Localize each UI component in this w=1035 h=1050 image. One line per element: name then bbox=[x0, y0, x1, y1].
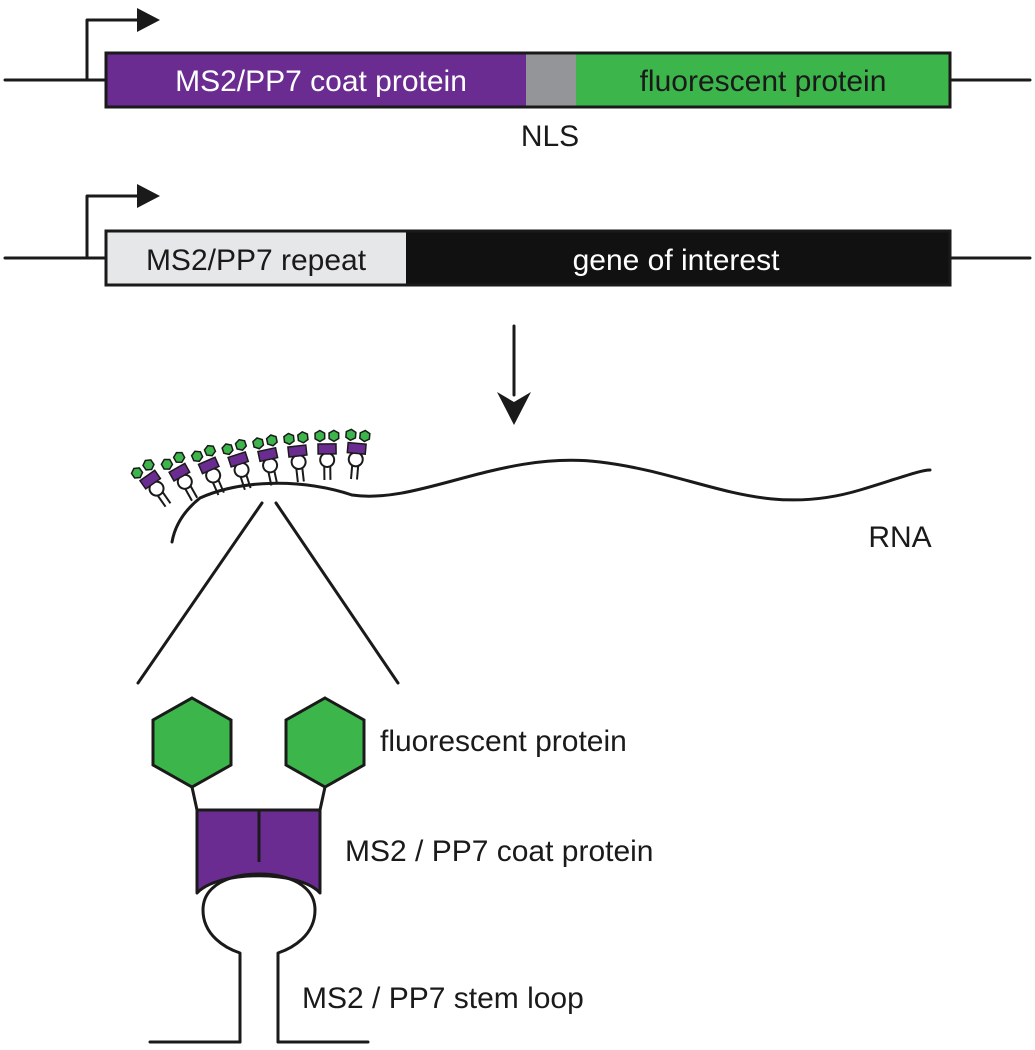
hexagon-icon bbox=[314, 429, 326, 443]
stem-loop-rna bbox=[201, 872, 317, 1044]
linker-left bbox=[190, 785, 199, 812]
hexagon-icon bbox=[283, 432, 295, 446]
hexagon-icon bbox=[328, 429, 340, 443]
linker-right bbox=[318, 785, 327, 812]
hexagon-icon bbox=[265, 434, 278, 447]
hexagon-icon bbox=[190, 450, 204, 463]
nls-segment bbox=[526, 53, 576, 107]
fluorescent-protein-segment bbox=[576, 53, 950, 107]
gene-segment bbox=[406, 231, 950, 285]
fluorescent-protein-label: fluorescent protein bbox=[640, 65, 887, 98]
stem-loop-detail: fluorescent protein MS2 / PP7 coat prote… bbox=[148, 696, 654, 1044]
promoter-arrow-icon bbox=[85, 194, 140, 260]
rna-5prime-end bbox=[170, 496, 202, 544]
detail-coat-label: MS2 / PP7 coat protein bbox=[345, 835, 654, 868]
stem-loop-unit bbox=[283, 431, 309, 483]
promoter-arrowhead-icon bbox=[137, 184, 160, 208]
stem-loop-unit bbox=[314, 429, 340, 480]
construct-coat-protein-fusion: MS2/PP7 coat protein fluorescent protein… bbox=[3, 8, 1032, 153]
hexagon-icon bbox=[252, 437, 265, 450]
repeat-label: MS2/PP7 repeat bbox=[146, 244, 367, 277]
stem-loop-array bbox=[130, 428, 371, 508]
stem-loop-unit bbox=[130, 459, 172, 508]
hexagon-icon bbox=[142, 459, 155, 471]
promoter-arrow-icon bbox=[85, 18, 140, 82]
hexagon-icon bbox=[345, 428, 357, 442]
nls-label: NLS bbox=[521, 120, 579, 153]
coat-protein-segment bbox=[106, 53, 526, 107]
coat-protein-label: MS2/PP7 coat protein bbox=[175, 65, 467, 98]
zoom-line-left bbox=[136, 501, 264, 685]
repeat-segment bbox=[106, 231, 406, 285]
rna-label: RNA bbox=[868, 521, 931, 554]
promoter-arrowhead-icon bbox=[137, 8, 160, 32]
construct-tagged-gene: MS2/PP7 repeat gene of interest bbox=[3, 184, 1032, 287]
stem-loop-unit bbox=[221, 438, 252, 491]
stem-loop-unit bbox=[160, 451, 199, 502]
hexagon-icon bbox=[172, 451, 186, 464]
hexagon-icon bbox=[130, 467, 144, 479]
hexagon-icon bbox=[234, 438, 248, 451]
rna-line bbox=[350, 458, 932, 502]
gene-label: gene of interest bbox=[573, 244, 780, 277]
stem-loop-unit bbox=[190, 444, 225, 496]
hexagon-icon bbox=[151, 696, 233, 789]
stem-loop-unit bbox=[345, 428, 371, 480]
construct2-outline bbox=[104, 229, 952, 287]
hexagon-icon bbox=[359, 429, 371, 443]
detail-fp-label: fluorescent protein bbox=[380, 725, 627, 758]
hexagon-icon bbox=[297, 431, 309, 444]
detail-stem-label: MS2 / PP7 stem loop bbox=[302, 982, 584, 1015]
hexagon-icon bbox=[221, 443, 234, 456]
stem-loop-unit bbox=[252, 434, 279, 486]
hexagon-icon bbox=[284, 696, 366, 789]
hexagon-icon bbox=[160, 458, 174, 470]
down-arrow-icon bbox=[497, 324, 531, 425]
hexagon-icon bbox=[203, 444, 217, 457]
zoom-line-right bbox=[274, 501, 400, 685]
construct1-outline bbox=[104, 51, 952, 109]
rna-strand: RNA bbox=[130, 428, 932, 554]
